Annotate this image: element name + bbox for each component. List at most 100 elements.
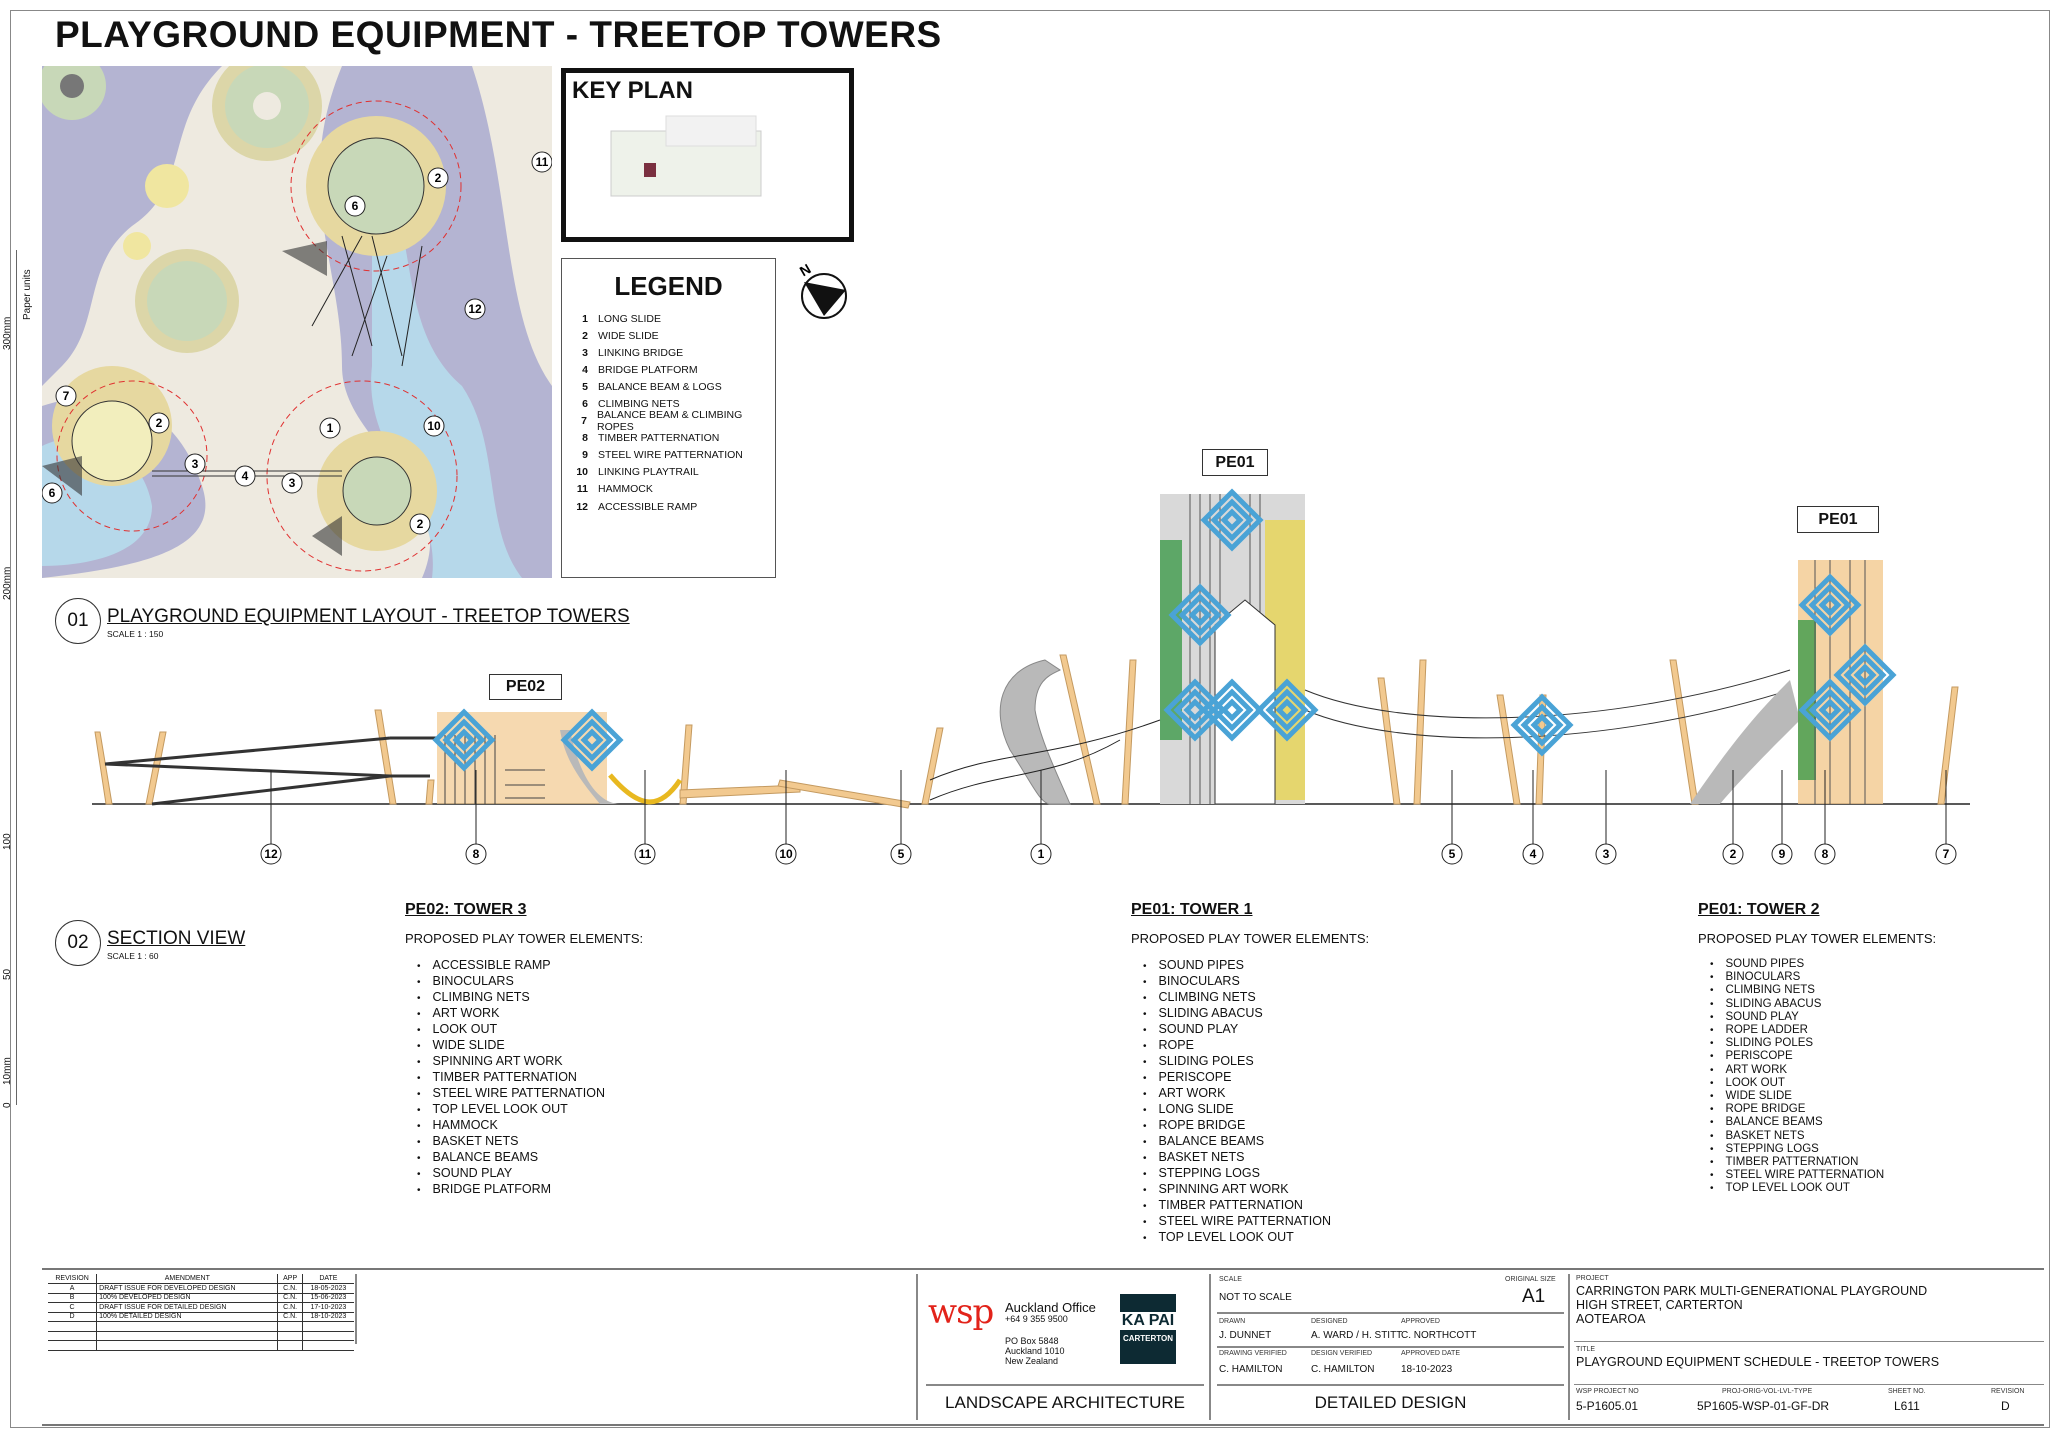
approved-date-value: 18-10-2023 — [1401, 1364, 1453, 1375]
legend-number: 5 — [582, 380, 588, 393]
list-item: ART WORK — [1710, 1064, 1936, 1077]
list-item: WIDE SLIDE — [1710, 1090, 1936, 1103]
legend-label: LINKING BRIDGE — [598, 346, 684, 359]
revision-row — [48, 1340, 354, 1351]
section-02-title: SECTION VIEW — [107, 928, 246, 949]
section-01-scale: SCALE 1 : 150 — [107, 629, 164, 639]
list-item: ART WORK — [417, 1006, 643, 1022]
timber-diamond-panel — [1530, 713, 1554, 737]
drawing-verified-value: C. HAMILTON — [1219, 1364, 1283, 1375]
revision-cell: C.N. — [277, 1293, 303, 1303]
callout-number: 5 — [898, 847, 905, 861]
revision-cell: B — [48, 1293, 97, 1303]
revision-cell — [277, 1331, 303, 1341]
section-02-heading: 02 SECTION VIEW SCALE 1 : 60 — [55, 920, 245, 966]
revision-cell: 17-10-2023 — [301, 1302, 354, 1313]
list-item: PERISCOPE — [1143, 1070, 1369, 1086]
timber-diamond-panel — [1210, 498, 1254, 542]
callout-marker: 5 — [1441, 770, 1463, 865]
address-line: New Zealand — [1005, 1356, 1059, 1366]
list-item: TOP LEVEL LOOK OUT — [1710, 1182, 1936, 1195]
callout-marker: 2 — [427, 167, 449, 189]
element-list: ACCESSIBLE RAMPBINOCULARSCLIMBING NETSAR… — [405, 958, 643, 1198]
section-01-heading: 01 PLAYGROUND EQUIPMENT LAYOUT - TREETOP… — [55, 598, 630, 644]
revision-header: DATE — [301, 1274, 354, 1284]
key-plan-map — [610, 115, 762, 197]
list-item: BASKET NETS — [417, 1134, 643, 1150]
tag-pe01-tower2: PE01 — [1797, 506, 1879, 533]
revision-cell: 100% DETAILED DESIGN — [96, 1312, 278, 1322]
tower-title: PE02: TOWER 3 — [405, 901, 527, 918]
callout-marker: 9 — [1771, 770, 1793, 865]
list-item: BINOCULARS — [1143, 974, 1369, 990]
callout-marker: 2 — [1722, 770, 1744, 865]
revision-row — [48, 1321, 354, 1332]
revision-header: APP — [277, 1274, 303, 1284]
section-01-number: 01 — [55, 598, 101, 644]
timber-diamond-panel — [1168, 583, 1232, 647]
timber-diamond-panel — [432, 708, 496, 772]
title-label: TITLE — [1576, 1346, 1596, 1353]
callout-number: 2 — [435, 171, 442, 185]
callout-number: 1 — [1038, 847, 1045, 861]
callout-marker: 11 — [531, 151, 552, 173]
revision-cell: C.N. — [277, 1283, 303, 1294]
legend-label: HAMMOCK — [598, 483, 653, 496]
callout-number: 6 — [352, 199, 359, 213]
section-01-title: PLAYGROUND EQUIPMENT LAYOUT - TREETOP TO… — [107, 606, 630, 627]
section-02-scale: SCALE 1 : 60 — [107, 951, 159, 961]
list-item: BALANCE BEAMS — [1143, 1134, 1369, 1150]
scale-value: NOT TO SCALE — [1219, 1292, 1292, 1303]
key-plan-label: KEY PLAN — [572, 77, 693, 104]
divider — [916, 1274, 918, 1420]
design-verified-label: DESIGN VERIFIED — [1311, 1350, 1373, 1357]
callout-marker: 7 — [55, 385, 77, 407]
revision-cell — [96, 1331, 278, 1341]
revision-cell — [301, 1340, 354, 1351]
list-item: SLIDING ABACUS — [1143, 1006, 1369, 1022]
list-item: STEPPING LOGS — [1710, 1143, 1936, 1156]
list-item: LOOK OUT — [1710, 1077, 1936, 1090]
element-list: SOUND PIPESBINOCULARSCLIMBING NETSSLIDIN… — [1698, 958, 1936, 1196]
list-item: CLIMBING NETS — [1710, 984, 1936, 997]
revision-cell — [277, 1321, 303, 1332]
project-label: PROJECT — [1576, 1275, 1609, 1282]
tower-title: PE01: TOWER 1 — [1131, 901, 1253, 918]
callout-marker: 11 — [634, 770, 656, 865]
revision-value: D — [2001, 1399, 2010, 1413]
timber-diamond-panel — [1853, 663, 1877, 687]
doc-code: 5P1605-WSP-01-GF-DR — [1697, 1399, 1830, 1413]
legend-label: CLIMBING NETS — [598, 398, 680, 411]
revision-cell: C.N. — [277, 1302, 303, 1313]
callout-number: 3 — [289, 476, 296, 490]
callout-number: 3 — [1603, 847, 1610, 861]
callout-number: 8 — [1822, 847, 1829, 861]
callout-number: 12 — [468, 302, 482, 316]
callout-marker: 6 — [344, 195, 366, 217]
tower-subtitle: PROPOSED PLAY TOWER ELEMENTS: — [405, 931, 644, 946]
callout-marker: 12 — [464, 298, 486, 320]
list-item: CLIMBING NETS — [417, 990, 643, 1006]
callout-marker: 8 — [1814, 770, 1836, 865]
list-item: SLIDING ABACUS — [1710, 998, 1936, 1011]
list-item: TOP LEVEL LOOK OUT — [417, 1102, 643, 1118]
revision-row — [48, 1331, 354, 1341]
ruler-paper-units: Paper units — [22, 269, 33, 320]
project-line: AOTEAROA — [1576, 1312, 1646, 1326]
drawn-value: J. DUNNET — [1219, 1330, 1272, 1341]
callout-marker: 4 — [234, 465, 256, 487]
list-item: TIMBER PATTERNATION — [417, 1070, 643, 1086]
callout-marker: 3 — [184, 453, 206, 475]
design-stage: DETAILED DESIGN — [1314, 1393, 1467, 1412]
divider — [1209, 1274, 1211, 1420]
callout-marker: 2 — [409, 513, 431, 535]
list-item: ACCESSIBLE RAMP — [417, 958, 643, 974]
kapai-carterton-logo: KA PAI CARTERTON — [1120, 1294, 1176, 1364]
timber-diamond-panel — [442, 718, 486, 762]
